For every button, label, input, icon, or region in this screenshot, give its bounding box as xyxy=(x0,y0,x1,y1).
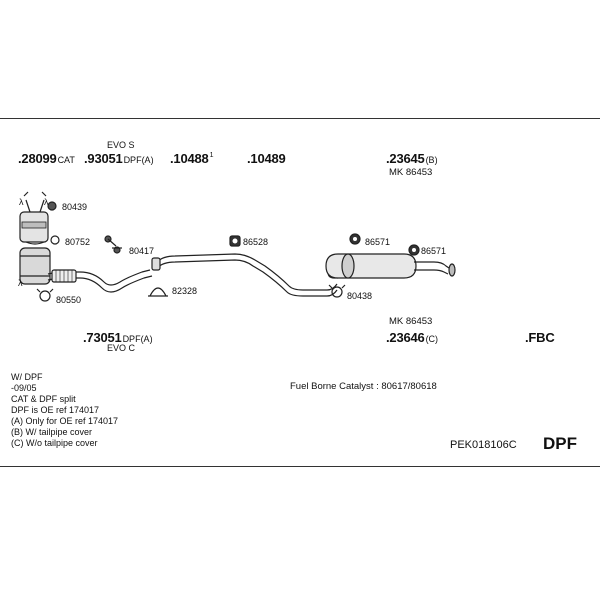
front-pipe-icon xyxy=(47,269,153,293)
part-suffix: (B) xyxy=(425,155,438,165)
notes-block: W/ DPF -09/05 CAT & DPF split DPF is OE … xyxy=(11,372,118,449)
part-number: .10488 xyxy=(170,151,209,166)
ref-86571-b: 86571 xyxy=(421,246,447,256)
lambda-symbol-2: λ xyxy=(44,197,49,207)
note-line: (C) W/o tailpipe cover xyxy=(11,438,98,448)
rear-silencer-icon xyxy=(325,253,456,279)
part-23646: .23646(C) xyxy=(386,331,438,344)
clamp-80439-icon xyxy=(47,201,57,211)
part-number: .93051 xyxy=(84,151,123,166)
center-pipe-icon xyxy=(151,253,338,297)
part-10489: .10489 xyxy=(247,152,286,165)
part-73051: .73051DPF(A) xyxy=(83,331,153,344)
mk-86453-bottom: MK 86453 xyxy=(389,316,433,327)
ref-80752: 80752 xyxy=(65,237,91,247)
part-number: .23645 xyxy=(386,151,425,166)
part-fbc: .FBC xyxy=(525,331,555,344)
part-suffix: (C) xyxy=(425,334,439,344)
note-line: W/ DPF xyxy=(11,372,43,382)
note-line: (B) W/ tailpipe cover xyxy=(11,427,93,437)
part-suffix: DPF(A) xyxy=(123,155,154,165)
rubber-mount-86571-b-icon xyxy=(408,244,420,256)
part-23645: .23645(B) xyxy=(386,152,438,165)
ring-80752-icon xyxy=(50,235,60,245)
part-superscript: 1 xyxy=(209,152,214,159)
ref-86571-a: 86571 xyxy=(365,237,391,247)
ref-80439: 80439 xyxy=(62,202,88,212)
lambda-sensor-top-icon xyxy=(23,191,47,213)
part-10488: .104881 xyxy=(170,152,213,165)
lambda-symbol-1: λ xyxy=(19,197,24,207)
note-line: (A) Only for OE ref 174017 xyxy=(11,416,119,426)
ref-82328: 82328 xyxy=(172,286,198,296)
clamp-80438-icon xyxy=(328,284,346,298)
kit-code: PEK018106C xyxy=(450,439,517,451)
bolts-80417-icon xyxy=(104,235,122,254)
part-number: .23646 xyxy=(386,330,425,345)
part-suffix: DPF(A) xyxy=(122,334,153,344)
clamp-82328-icon xyxy=(148,287,168,297)
note-evo-c: EVO C xyxy=(107,343,136,353)
ref-80438: 80438 xyxy=(347,291,373,301)
mk-86453-top: MK 86453 xyxy=(389,167,433,178)
part-28099: .28099CAT xyxy=(18,152,75,165)
ref-86528: 86528 xyxy=(243,237,269,247)
ref-80417: 80417 xyxy=(129,246,155,256)
lambda-symbol-3: λ xyxy=(18,278,23,288)
note-line: CAT & DPF split xyxy=(11,394,76,404)
hanger-86528-icon xyxy=(229,235,241,247)
note-line: DPF is OE ref 174017 xyxy=(11,405,100,415)
clamp-80550-icon xyxy=(36,288,54,302)
rubber-mount-86571-a-icon xyxy=(349,233,361,245)
note-line: -09/05 xyxy=(11,383,37,393)
part-number: .FBC xyxy=(525,330,555,345)
part-number: .10489 xyxy=(247,151,286,166)
note-evo-s: EVO S xyxy=(107,140,135,150)
part-number: .73051 xyxy=(83,330,122,345)
catalyst-dpf-icon xyxy=(19,211,51,285)
part-number: .28099 xyxy=(18,151,57,166)
part-suffix: CAT xyxy=(57,155,75,165)
system-type: DPF xyxy=(543,434,577,453)
part-93051: .93051DPF(A) xyxy=(84,152,154,165)
ref-80550: 80550 xyxy=(56,295,82,305)
fuel-borne-catalyst: Fuel Borne Catalyst : 80617/80618 xyxy=(290,381,437,392)
diagram-frame xyxy=(0,118,600,467)
